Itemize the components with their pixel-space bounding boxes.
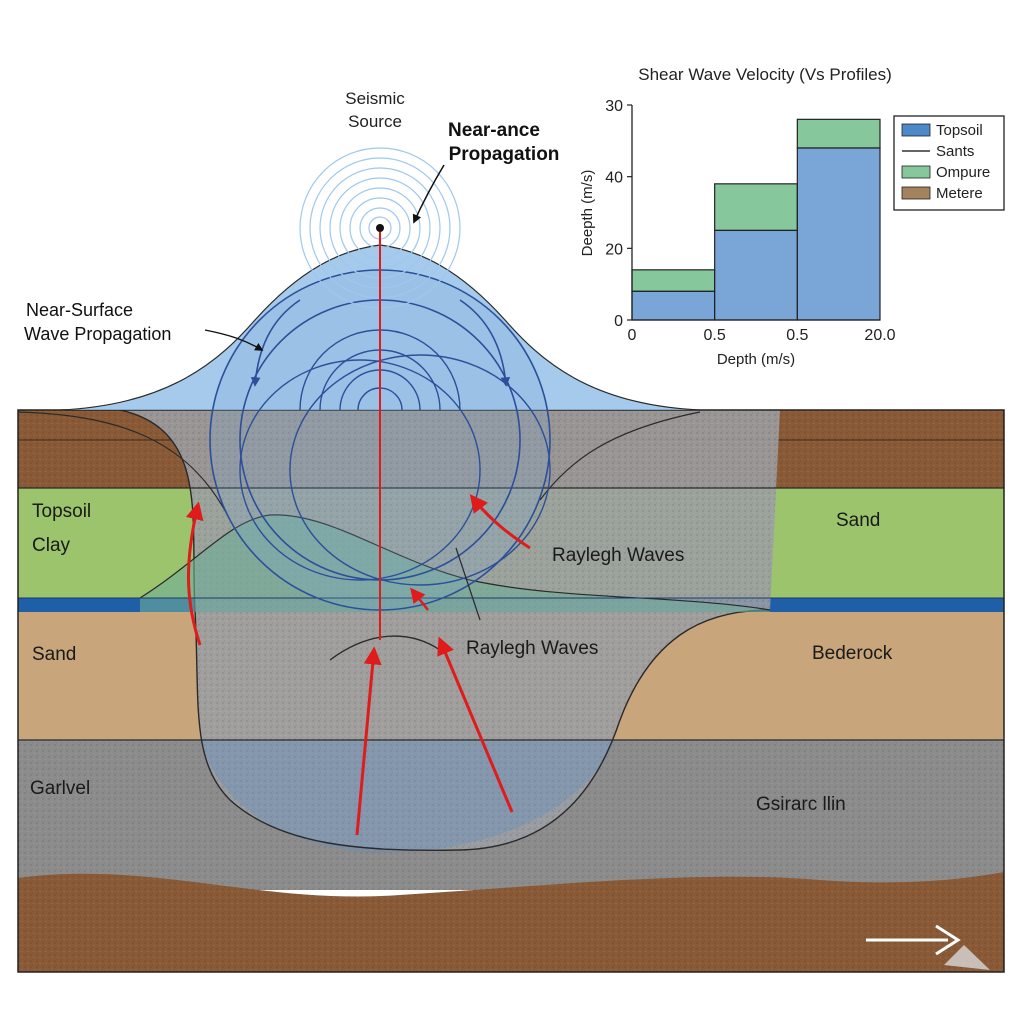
sand-right-label: Sand <box>836 510 880 531</box>
sand-left-label: Sand <box>32 644 76 665</box>
ground-block <box>18 410 1004 972</box>
clay-label: Clay <box>32 535 71 556</box>
rayleigh-upper-label: Raylegh Waves <box>552 545 684 566</box>
legend-label: Ompure <box>936 164 990 181</box>
ray-arrows <box>185 232 531 836</box>
gravel-label: Garlvel <box>30 778 90 799</box>
topsoil-label: Topsoil <box>32 501 91 522</box>
near-source-label-1: Near-ance <box>448 120 540 141</box>
chart-title: Shear Wave Velocity (Vs Profiles) <box>638 65 892 84</box>
near-source-pointer <box>412 164 445 224</box>
chart-bars <box>631 118 881 321</box>
direction-arrow-icon <box>866 924 990 970</box>
legend-swatch <box>901 165 931 179</box>
near-surface-pointer <box>204 329 264 351</box>
ray-diag-up <box>437 636 514 813</box>
x-tick-label: 20.0 <box>864 327 895 344</box>
ray-left-up <box>185 501 204 646</box>
y-tick-label: 0 <box>614 313 623 330</box>
near-surface-label-2: Wave Propagation <box>24 324 171 344</box>
step-green-2 <box>796 118 881 149</box>
chart-xlabel: Depth (m/s) <box>717 351 795 368</box>
legend-label: Sants <box>936 143 974 160</box>
step-blue-0 <box>631 290 716 321</box>
x-tick-label: 0.5 <box>786 327 808 344</box>
y-tick-label: 30 <box>605 98 623 115</box>
y-tick-label: 20 <box>605 241 623 258</box>
ray-center-up <box>355 646 382 836</box>
step-green-0 <box>631 269 716 292</box>
gsirarc-label: Gsirarc llin <box>756 794 846 815</box>
vs-profile-chart: Shear Wave Velocity (Vs Profiles) Deepth… <box>579 65 1005 368</box>
bedrock-label: Bederock <box>812 643 893 664</box>
y-tick-label: 40 <box>605 170 623 187</box>
rayleigh-lower-label: Raylegh Waves <box>466 638 598 659</box>
legend-label: Metere <box>936 185 983 202</box>
source-label-1: Seismic <box>345 89 405 108</box>
source-label-2: Source <box>348 112 402 131</box>
legend-label: Topsoil <box>936 122 983 139</box>
step-green-1 <box>714 183 798 232</box>
chart-ylabel: Deepth (m/s) <box>579 170 596 257</box>
step-blue-2 <box>796 147 881 321</box>
legend-swatch <box>901 186 931 200</box>
ray-small-1 <box>410 587 429 611</box>
step-blue-1 <box>714 229 798 321</box>
source-point <box>376 224 384 232</box>
ray-right-up <box>469 494 531 550</box>
x-tick-label: 0.5 <box>704 327 726 344</box>
legend-swatch <box>901 123 931 137</box>
near-surface-label-1: Near-Surface <box>26 300 133 320</box>
x-tick-label: 0 <box>628 327 637 344</box>
near-source-label-2: Propagation <box>449 144 560 165</box>
chart-axes: 0 20 40 30 0 0.5 0.5 20.0 <box>605 98 895 344</box>
